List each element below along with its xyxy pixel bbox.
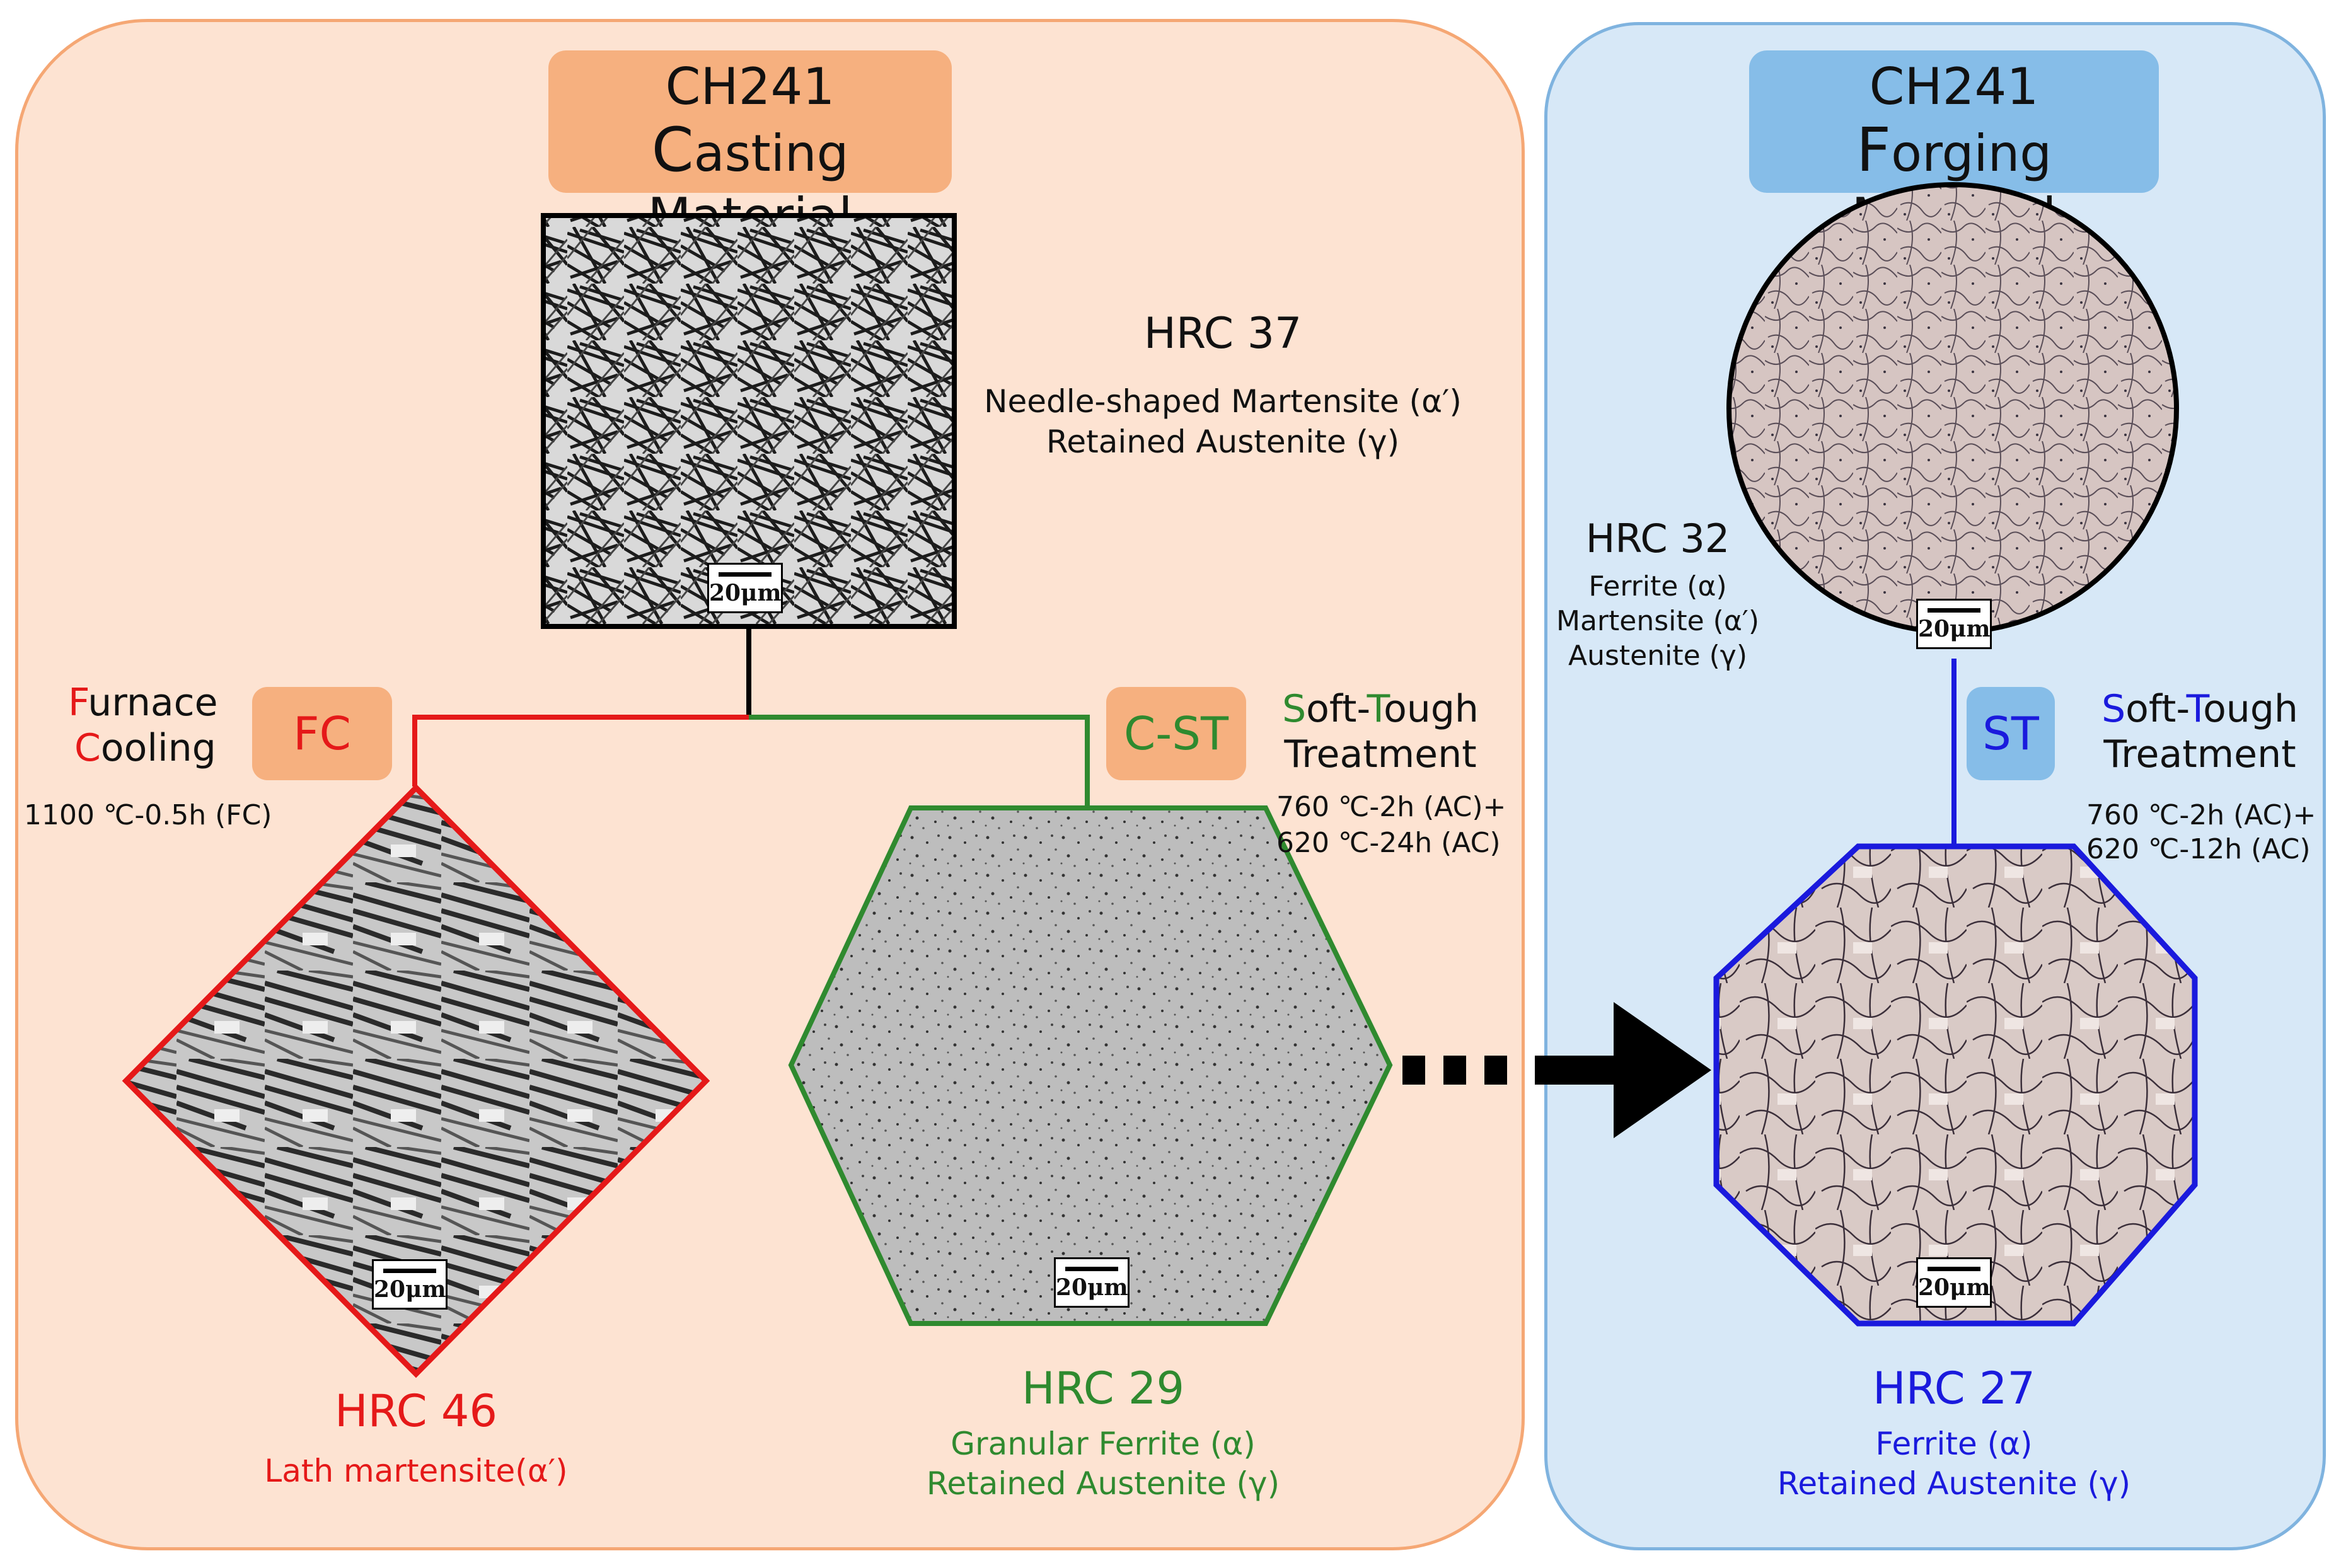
cst-name-line-2: Treatment [1284, 732, 1477, 776]
casting-root-micrograph [541, 213, 957, 629]
casting-title-code: CH241 [665, 57, 835, 116]
transition-arrow [1402, 1002, 1711, 1138]
cst-phase-2: Retained Austenite (γ) [926, 1465, 1280, 1502]
st-phase-2: Retained Austenite (γ) [1777, 1465, 2131, 1502]
fc-hrc: HRC 46 [335, 1385, 497, 1437]
forging-title-initial: F [1856, 115, 1892, 185]
cst-connector [749, 715, 1090, 807]
st-micrograph [1713, 843, 2198, 1327]
casting-root-hrc: HRC 37 [1143, 309, 1302, 359]
cst-phase-1: Granular Ferrite (α) [951, 1426, 1256, 1462]
fc-name-line-1: Furnace [68, 681, 218, 725]
casting-title: CH241 Casting Material [548, 50, 952, 246]
cst-scale-bar: 20μm [1054, 1257, 1130, 1308]
fc-phase: Lath martensite(α′) [264, 1453, 568, 1489]
forging-root-scale-bar: 20μm [1916, 599, 1992, 649]
st-condition-1: 760 ℃-2h (AC)+ [2086, 799, 2316, 831]
fc-label-box: FC [252, 687, 392, 780]
forging-root-phase-1: Ferrite (α) [1588, 570, 1727, 602]
cst-condition-1: 760 ℃-2h (AC)+ [1276, 791, 1506, 823]
fc-scale-bar: 20μm [372, 1259, 448, 1310]
cst-condition-2: 620 ℃-24h (AC) [1276, 827, 1501, 859]
fc-name-line-2: Cooling [74, 726, 216, 770]
fc-condition: 1100 ℃-0.5h (FC) [24, 799, 272, 831]
cst-name-line-1: Soft-Tough [1282, 687, 1479, 731]
casting-root-phase-2: Retained Austenite (γ) [1046, 424, 1400, 460]
forging-title-code: CH241 [1869, 57, 2039, 116]
fc-micrograph [122, 783, 710, 1378]
casting-title-initial: C [651, 115, 694, 185]
st-name-line-1: Soft-Tough [2101, 687, 2298, 731]
casting-root-phase-1: Needle-shaped Martensite (α′) [984, 383, 1462, 420]
st-hrc: HRC 27 [1873, 1363, 2035, 1414]
st-label-box: ST [1967, 687, 2055, 780]
st-scale-bar: 20μm [1916, 1257, 1992, 1308]
forging-root-phase-2: Martensite (α′) [1556, 605, 1759, 637]
forging-root-phase-3: Austenite (γ) [1568, 640, 1748, 672]
forging-root-micrograph [1726, 182, 2179, 635]
cst-label-box: C-ST [1106, 687, 1246, 780]
st-condition-2: 620 ℃-12h (AC) [2086, 833, 2311, 865]
st-phase-1: Ferrite (α) [1875, 1426, 2033, 1462]
casting-root-scale-bar: 20μm [707, 563, 783, 613]
cst-micrograph [788, 805, 1393, 1326]
forging-root-hrc: HRC 32 [1585, 516, 1730, 562]
cst-hrc: HRC 29 [1022, 1363, 1184, 1414]
fc-connector [412, 715, 749, 787]
st-name-line-2: Treatment [2103, 732, 2296, 776]
